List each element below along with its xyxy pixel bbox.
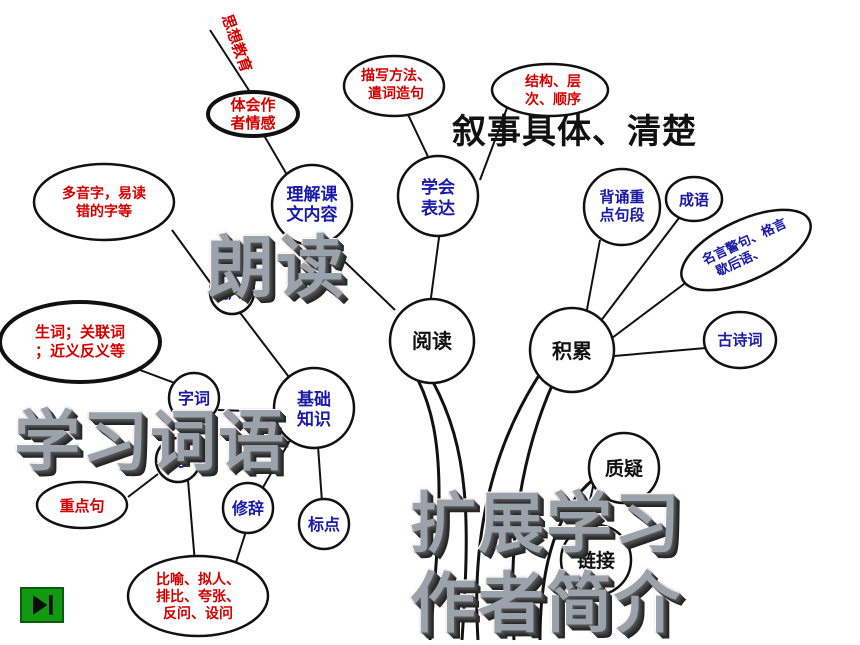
label-tihui-1: 体会作 [230, 96, 275, 114]
label-biyu-2: 排比、夸张、 [156, 588, 240, 605]
label-ju: 句 [170, 451, 186, 470]
label-jichu-2: 知识 [296, 409, 331, 430]
label-biyu-3: 反问、设问 [163, 605, 233, 622]
label-jiegou-2: 次、顺序 [525, 91, 581, 108]
label-duoyin-2: 错的字等 [76, 203, 132, 220]
link-xuexi-ciyu[interactable]: 学习词语 [14, 403, 286, 480]
label-zhidian: 重点句 [59, 497, 104, 515]
link-zuozhe-jianjie[interactable]: 作者简介 [410, 565, 682, 642]
next-slide-button[interactable] [20, 587, 64, 623]
play-next-icon [33, 595, 53, 615]
label-beisong-1: 背诵重 [599, 188, 644, 206]
label-zhiyi: 质疑 [605, 458, 643, 480]
label-shengci-1: 生词；关联词 [35, 323, 125, 341]
node-shapes [0, 54, 812, 638]
label-xuehui-1: 学会 [421, 177, 455, 198]
label-sixiang: 思想教育 [218, 12, 255, 75]
label-jilei: 积累 [552, 339, 592, 363]
label-beisong-2: 点句段 [599, 206, 644, 224]
label-xiuci: 修辞 [231, 499, 264, 518]
label-biyu-1: 比喻、拟人、 [156, 571, 240, 588]
label-duoyin-1: 多音字，易读 [62, 185, 146, 202]
label-jiegou-1: 结构、层 [525, 73, 581, 90]
label-lianjie: 链接 [577, 549, 615, 572]
label-miaoxie-2: 遣词造句 [368, 85, 424, 102]
label-chengyu: 成语 [679, 191, 709, 209]
label-miaoxie-1: 描写方法、 [361, 67, 431, 84]
label-gushi: 古诗词 [717, 331, 762, 349]
label-zici: 字词 [178, 389, 210, 408]
label-yuedu: 阅读 [412, 329, 452, 353]
label-biaodian: 标点 [307, 515, 340, 534]
label-lijie-2: 文内容 [287, 204, 338, 225]
label-fanjiu: 扩 [224, 282, 241, 303]
link-langdu[interactable]: 朗读 [206, 229, 347, 308]
slide-heading: 叙事具体、清楚 [452, 112, 697, 152]
label-jichu-1: 基础 [296, 389, 331, 410]
label-shengci-2: ；近义反义等 [35, 342, 125, 360]
label-lijie-1: 理解课 [287, 184, 339, 205]
label-tihui-2: 者情感 [230, 114, 275, 132]
label-xuehui-2: 表达 [421, 198, 455, 219]
link-kuozhan-xuexi[interactable]: 扩展学习 [410, 485, 682, 562]
